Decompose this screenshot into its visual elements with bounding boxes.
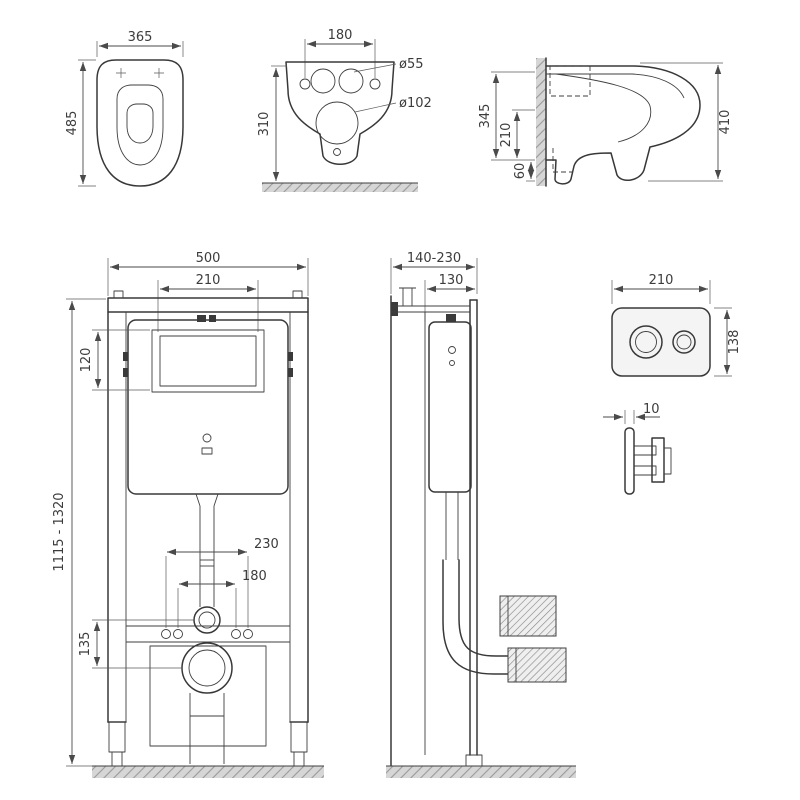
- offset-adapter: [499, 595, 557, 637]
- wall-and-bracket: [390, 287, 470, 767]
- flush-button-small: [672, 330, 696, 354]
- dim-plate-height: 138: [714, 307, 742, 377]
- dim-side-60: 60: [513, 162, 535, 182]
- dim-label: 60: [513, 163, 528, 180]
- dim-label: 120: [79, 348, 94, 373]
- pipe-connector: [193, 606, 221, 634]
- small-hole: [333, 148, 341, 156]
- wall-hatch: [536, 57, 547, 187]
- flush-plate-body: [611, 307, 711, 377]
- foot-right: [290, 721, 308, 753]
- water-supply-pipe: [402, 287, 413, 307]
- dim-fixing-wide: 230: [165, 537, 279, 628]
- concealed-drain-dashed: [552, 148, 572, 173]
- foot-left-leg: [111, 751, 123, 767]
- dim-label: 140-230: [407, 251, 461, 266]
- fixing-bolt: [161, 629, 171, 639]
- dim-drain-offset: 135: [78, 619, 194, 669]
- dim-label: 180: [328, 28, 353, 43]
- crossbar-and-bolts: [126, 625, 290, 643]
- plate-side-profile: [624, 427, 672, 495]
- dim-label: 210: [499, 123, 514, 148]
- toilet-top-outline: [96, 59, 184, 187]
- frame-structure: [107, 290, 309, 767]
- dim-side-210: 210: [499, 109, 535, 158]
- dim-label: 1115 - 1320: [52, 492, 67, 571]
- concealed-tank-dashed: [549, 65, 591, 97]
- dim-label: 10: [643, 402, 660, 417]
- dim-plate-width: 210: [611, 273, 711, 304]
- leader-hole-large: ø102: [354, 96, 432, 113]
- fixing-bolt: [243, 629, 253, 639]
- dim-label: ø102: [399, 96, 432, 111]
- flush-button-large: [629, 325, 663, 359]
- dim-label: 410: [718, 110, 733, 135]
- dim-side-345: 345: [478, 71, 535, 161]
- dim-front-height: 310: [257, 65, 287, 181]
- dim-side-410: 410: [640, 62, 733, 182]
- dim-label: 180: [242, 569, 267, 584]
- dim-label: 210: [649, 273, 674, 288]
- ground-hatch-side: [386, 765, 576, 778]
- flush-hole-right: [338, 68, 364, 94]
- dim-label: 485: [65, 111, 80, 136]
- cistern-side: [428, 314, 472, 560]
- toilet-front-view: 180 ø55 ø102 310: [257, 28, 432, 192]
- ground-hatch-front: [92, 765, 324, 778]
- drain-elbow: [442, 559, 567, 683]
- foot-right-leg: [293, 751, 305, 767]
- outlet-hole: [315, 101, 359, 145]
- frame-front-view: 500 210: [52, 251, 324, 778]
- dim-fixing-narrow: 180: [177, 569, 267, 628]
- dim-plate-thickness: 10: [603, 402, 660, 424]
- toilet-side-outline: [545, 65, 701, 185]
- foot-side: [465, 754, 483, 767]
- flush-pipe: [193, 506, 221, 634]
- dim-label: 210: [196, 273, 221, 288]
- drain-assembly: [149, 642, 267, 764]
- foot-left: [108, 721, 126, 753]
- inspection-window-inner: [159, 335, 257, 387]
- cistern: [123, 315, 293, 507]
- flush-hole-left: [310, 68, 336, 94]
- leader-hole-small: ø55: [353, 57, 424, 73]
- outlet-pipe-section: [507, 647, 567, 683]
- dim-label: 500: [196, 251, 221, 266]
- flush-plate-view: 210 138: [611, 273, 742, 377]
- dim-label: 345: [478, 104, 493, 129]
- fixing-bolt: [231, 629, 241, 639]
- dim-frame-height-range: 1115 - 1320: [52, 298, 106, 767]
- dim-toilet-top-width: 365: [96, 30, 184, 57]
- dim-label: 365: [128, 30, 153, 45]
- floor-hatch: [262, 182, 418, 192]
- drain-socket: [181, 642, 233, 694]
- flush-plate-side-view: 10: [603, 402, 672, 495]
- bolt-hole-left: [299, 78, 311, 90]
- toilet-front-outline: [285, 61, 395, 165]
- toilet-top-view: 365 485: [65, 30, 184, 187]
- fixing-cross-marks: [116, 68, 164, 78]
- dim-bolt-spacing: 180: [304, 28, 376, 78]
- dim-label: ø55: [399, 57, 424, 72]
- bolt-hole-right: [369, 78, 381, 90]
- frame-side-view: 140-230 130: [386, 251, 576, 778]
- dim-label: 230: [254, 537, 279, 552]
- dim-toilet-top-depth: 485: [65, 59, 96, 187]
- dim-wall-distance: 140-230: [390, 251, 478, 294]
- dim-window-width: 210: [157, 273, 259, 332]
- inspection-window-outer: [151, 329, 265, 393]
- dim-frame-width: 500: [107, 251, 309, 296]
- frame-side-structure: [424, 299, 483, 767]
- dim-window-height: 120: [79, 329, 150, 391]
- dim-label: 138: [727, 330, 742, 355]
- dim-label: 130: [439, 273, 464, 288]
- dim-label: 310: [257, 112, 272, 137]
- dim-label: 135: [78, 632, 93, 657]
- toilet-side-view: 345 210 60 410: [478, 57, 733, 187]
- fixing-bolt: [173, 629, 183, 639]
